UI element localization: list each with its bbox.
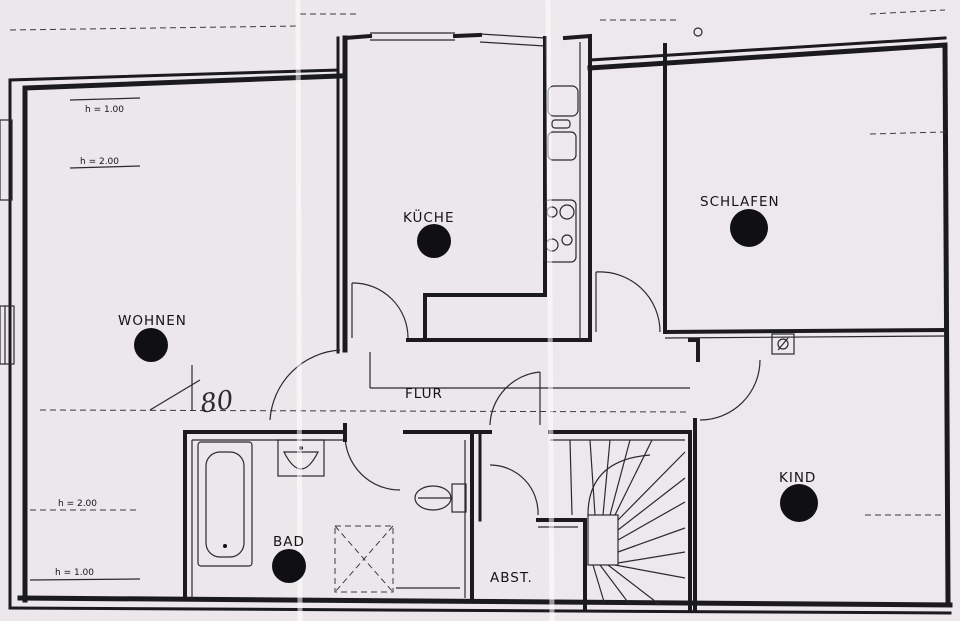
room-label-kueche: KÜCHE — [403, 208, 454, 226]
light-kind — [780, 484, 818, 522]
toilet-icon — [414, 483, 467, 513]
bedroom-walls — [662, 43, 948, 612]
flur-lines — [39, 352, 691, 413]
top-dashed-lines — [9, 9, 946, 37]
height-label-top-1: h = 1.00 — [85, 105, 124, 115]
doors — [269, 271, 761, 516]
light-kueche — [417, 224, 451, 258]
room-label-schlafen: SCHLAFEN — [700, 194, 780, 210]
height-label-bottom-2: h = 2.00 — [58, 499, 97, 509]
room-label-kind: KIND — [779, 470, 816, 486]
room-label-abst: ABST. — [490, 570, 533, 586]
handwritten-number: 80 — [198, 385, 235, 419]
handwritten-note: 80 — [149, 365, 235, 420]
light-wohnen — [134, 328, 168, 362]
room-label-bad: BAD — [273, 534, 305, 550]
height-marker-lines — [29, 97, 946, 581]
height-label-bottom-1: h = 1.00 — [55, 568, 94, 578]
left-windows — [0, 119, 15, 365]
light-bad — [272, 549, 306, 583]
shower-icon — [334, 525, 460, 593]
outer-walls — [8, 36, 953, 615]
bathroom-walls — [183, 423, 492, 600]
paper-folds — [295, 0, 555, 621]
height-label-top-2: h = 2.00 — [80, 157, 119, 167]
light-schlafen — [730, 209, 768, 247]
room-label-wohnen: WOHNEN — [118, 313, 187, 329]
staircase-icon — [548, 430, 692, 612]
kitchen-walls — [336, 32, 592, 354]
room-label-flur: FLUR — [405, 386, 443, 402]
bathtub-icon — [197, 441, 253, 567]
paper-shade — [550, 0, 960, 621]
ceiling-lights — [134, 209, 818, 583]
